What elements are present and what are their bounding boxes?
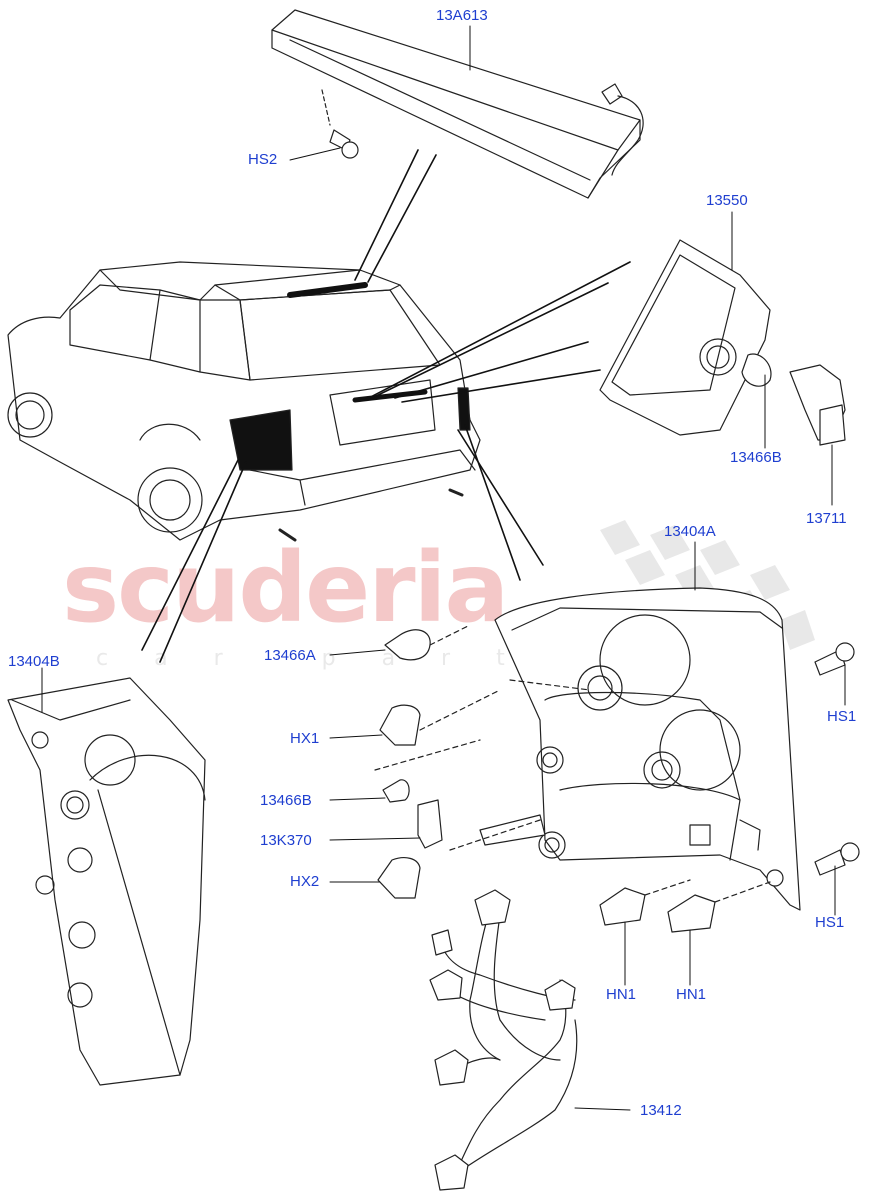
label-hs1-top[interactable]: HS1 xyxy=(827,708,857,725)
reverse-lamp-13550[interactable] xyxy=(599,239,846,446)
label-13466a[interactable]: 13466A xyxy=(264,647,316,664)
label-hn1-right[interactable]: HN1 xyxy=(676,986,707,1003)
label-13412[interactable]: 13412 xyxy=(640,1102,682,1119)
nut-hn1-right[interactable] xyxy=(667,881,771,933)
bulb-13466a[interactable] xyxy=(384,624,591,691)
watermark-subtitle: car parts xyxy=(96,646,609,671)
label-hn1-left[interactable]: HN1 xyxy=(606,986,637,1003)
label-13a613[interactable]: 13A613 xyxy=(436,7,488,24)
screw-hs1-top[interactable] xyxy=(814,642,855,676)
bulb-13466b-and-socket-13k370[interactable] xyxy=(374,739,541,851)
screw-hs1-bottom[interactable] xyxy=(814,842,860,876)
callout-lines xyxy=(141,149,631,663)
vehicle-rear-view xyxy=(7,261,481,542)
nut-hn1-left[interactable] xyxy=(599,879,691,926)
label-13404b[interactable]: 13404B xyxy=(8,653,60,670)
label-hs1-bottom[interactable]: HS1 xyxy=(815,914,845,931)
rear-lamp-13404b[interactable] xyxy=(7,677,206,1086)
bulb-holder-hx1[interactable] xyxy=(379,689,501,746)
label-13466b-mid[interactable]: 13466B xyxy=(260,792,312,809)
label-13k370[interactable]: 13K370 xyxy=(260,832,312,849)
label-hs2[interactable]: HS2 xyxy=(248,151,278,168)
label-13466b-top[interactable]: 13466B xyxy=(730,449,782,466)
label-13711[interactable]: 13711 xyxy=(806,510,847,527)
watermark-brand: scuderia xyxy=(62,532,509,644)
rear-lamp-13404a[interactable] xyxy=(479,587,801,911)
wiring-harness-13412[interactable] xyxy=(429,889,578,1191)
label-hx1[interactable]: HX1 xyxy=(290,730,320,747)
bulb-holder-hx2[interactable] xyxy=(377,857,421,899)
label-13550[interactable]: 13550 xyxy=(706,192,748,209)
screw-hs2[interactable] xyxy=(321,89,359,159)
label-hx2[interactable]: HX2 xyxy=(290,873,320,890)
label-13404a[interactable]: 13404A xyxy=(664,523,716,540)
high-mount-stop-lamp[interactable] xyxy=(271,9,644,199)
label-leaders xyxy=(41,25,846,1111)
